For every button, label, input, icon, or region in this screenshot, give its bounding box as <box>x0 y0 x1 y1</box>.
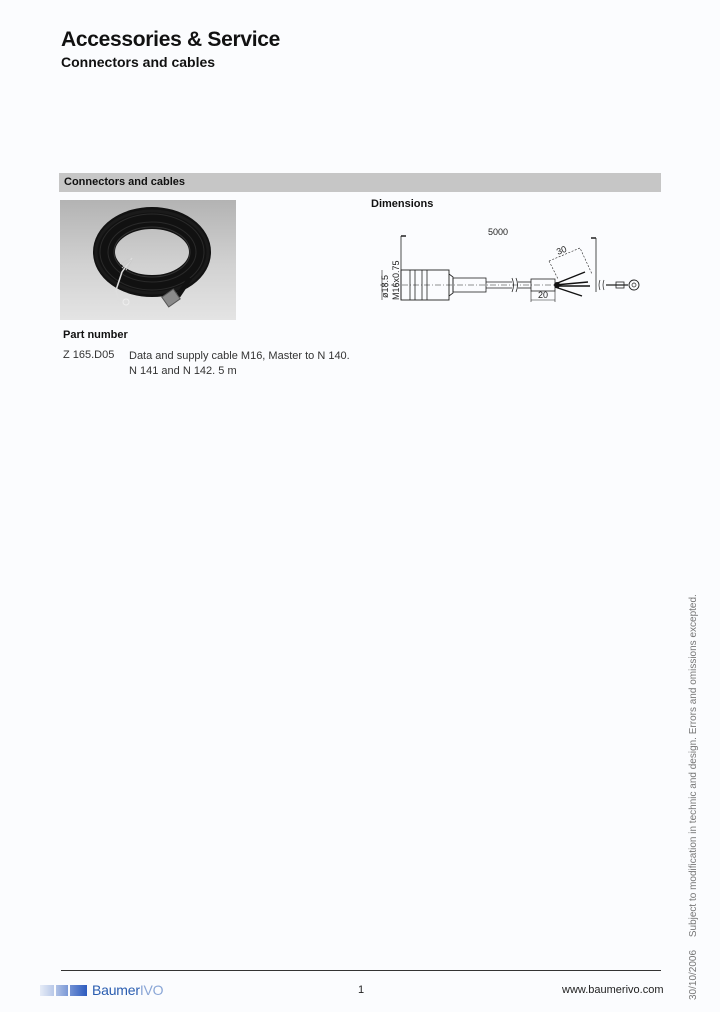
baumer-ivo-logo: BaumerIVO <box>40 982 180 998</box>
part-description-line-2: N 141 and N 142. 5 m <box>129 365 237 377</box>
part-number-label: Part number <box>63 329 128 341</box>
cable-coil-image <box>93 207 211 308</box>
dim-sleeve-text: 20 <box>538 290 548 300</box>
dim-thread-text: M16x0.75 <box>391 260 401 300</box>
website-link[interactable]: www.baumerivo.com <box>562 984 664 996</box>
dimension-drawing: 5000 ø18.5 M16x0.75 20 3 <box>360 222 665 307</box>
logo-brand-suffix: IVO <box>139 982 164 998</box>
part-number-code: Z 165.D05 <box>63 349 115 361</box>
logo-brand-main: Baumer <box>92 982 140 998</box>
dim-strip-text: 30 <box>555 244 568 257</box>
page-number: 1 <box>358 984 365 996</box>
section-header-bar: Connectors and cables <box>59 173 661 192</box>
dim-length-text: 5000 <box>488 227 508 237</box>
part-number-description: Data and supply cable M16, Master to N 1… <box>129 349 369 379</box>
part-description-line-1: Data and supply cable M16, Master to N 1… <box>129 350 350 362</box>
dimensions-label: Dimensions <box>371 198 434 210</box>
page-subtitle: Connectors and cables <box>61 54 216 70</box>
logo-wordmark: BaumerIVO <box>92 982 164 998</box>
footer-disclaimer: 30/10/2006 Subject to modification in te… <box>688 594 699 1000</box>
footer-divider <box>61 970 661 971</box>
logo-bars-icon <box>40 985 87 996</box>
cable-product-photo <box>60 200 236 320</box>
document-date: 30/10/2006 <box>688 949 699 1000</box>
section-title: Connectors and cables <box>64 176 186 188</box>
disclaimer-text: Subject to modification in technic and d… <box>688 594 699 938</box>
dim-diameter-text: ø18.5 <box>380 275 390 298</box>
page-title: Accessories & Service <box>61 28 281 51</box>
